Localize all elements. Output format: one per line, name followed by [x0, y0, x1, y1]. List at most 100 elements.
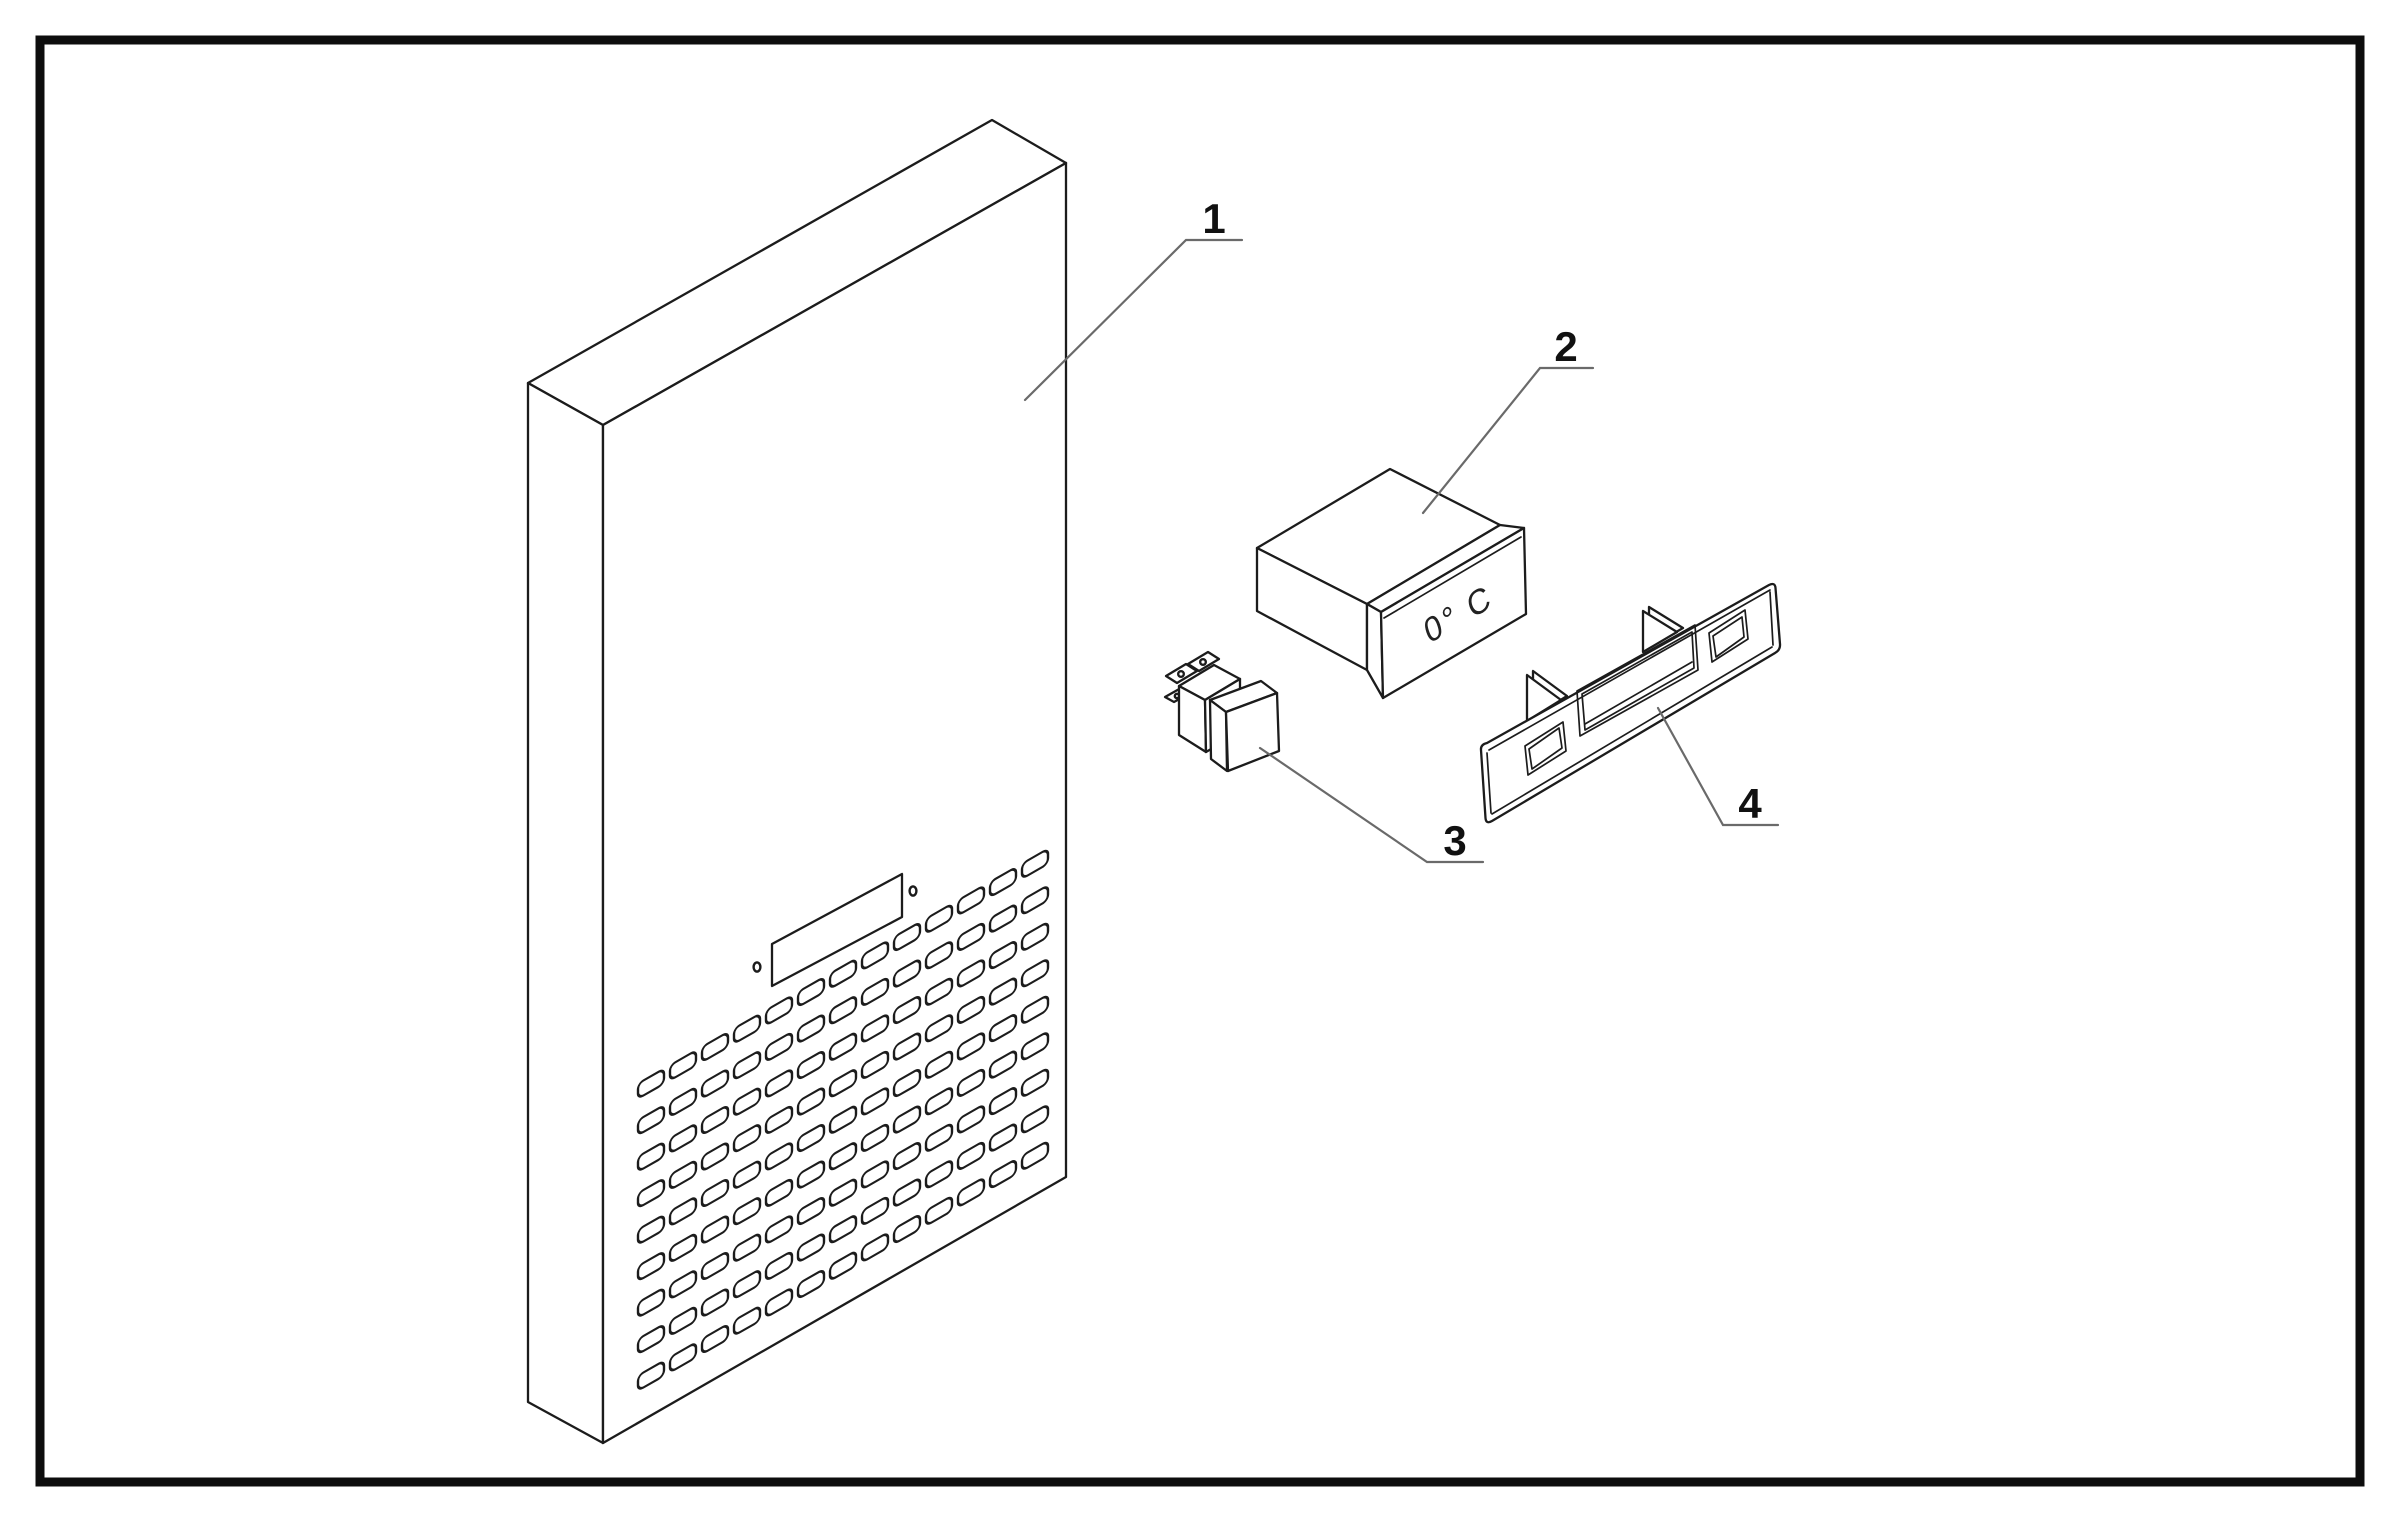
vent-slot: [924, 1014, 954, 1043]
display-front-face: [1379, 526, 1528, 700]
vent-slot: [892, 923, 922, 952]
vent-slot: [764, 1069, 794, 1098]
vent-slot: [636, 1215, 666, 1244]
vent-slot: [732, 1160, 762, 1189]
vent-slot: [700, 1251, 730, 1281]
vent-slot: [1020, 1141, 1050, 1170]
vent-slot: [892, 1215, 922, 1244]
vent-slot: [924, 1050, 954, 1079]
leader-line-4: [1656, 706, 1780, 827]
vent-slot: [860, 977, 890, 1006]
vent-slot: [892, 1105, 922, 1134]
vent-slot: [1020, 886, 1050, 915]
vent-slot: [764, 1288, 794, 1317]
vent-slot: [668, 1051, 698, 1080]
part-1-front-panel: [526, 118, 1068, 1445]
vent-slot: [892, 1032, 922, 1061]
leader-line-1: [1023, 238, 1244, 402]
drawing-border: [35, 35, 2365, 1487]
display-front-bevel-line: [1383, 536, 1522, 619]
vent-slot: [892, 959, 922, 988]
vent-slot: [796, 1051, 826, 1080]
vent-slot: [796, 1087, 826, 1116]
bezel-opening-left: [1524, 721, 1567, 776]
vent-slot: [860, 1050, 890, 1079]
bezel-left-end-line: [1486, 752, 1492, 814]
callout-label-2: 2: [1554, 323, 1577, 370]
vent-slot: [828, 1069, 858, 1098]
vent-slot: [988, 1087, 1018, 1116]
vent-slot: [988, 1123, 1018, 1152]
vent-grid: [636, 849, 1050, 1390]
vent-slot: [956, 886, 986, 915]
vent-slot: [700, 1105, 730, 1135]
vent-slot: [764, 1251, 794, 1280]
vent-slot: [796, 1160, 826, 1189]
vent-slot: [988, 1160, 1018, 1189]
vent-slot: [796, 1197, 826, 1226]
vent-slot: [956, 1178, 986, 1207]
part-4-mounting-bezel: [1479, 582, 1782, 824]
bezel-opening-right: [1708, 609, 1749, 663]
vent-slot: [700, 1178, 730, 1208]
vent-slot: [924, 1160, 954, 1189]
vent-slot: [732, 1233, 762, 1262]
vent-slot: [860, 941, 890, 970]
vent-slot: [796, 1124, 826, 1153]
vent-slot: [988, 977, 1018, 1006]
vent-slot: [1020, 959, 1050, 988]
leader-line-2: [1421, 366, 1595, 515]
terminal-hole: [1198, 658, 1207, 667]
vent-slot: [956, 995, 986, 1024]
terminal-hole: [1176, 670, 1185, 679]
vent-slot: [668, 1197, 698, 1226]
vent-slot: [700, 1032, 730, 1062]
vent-slot: [764, 996, 794, 1025]
vent-slot: [1020, 849, 1050, 878]
vent-slot: [668, 1233, 698, 1262]
vent-slot: [732, 1124, 762, 1153]
bezel-clip: [1641, 609, 1679, 654]
vent-slot: [700, 1142, 730, 1171]
vent-slot: [828, 996, 858, 1025]
leader-line-3: [1258, 746, 1485, 864]
vent-slot: [700, 1069, 730, 1098]
vent-slot: [764, 1178, 794, 1207]
bezel-opening-middle-depth-line: [1584, 661, 1693, 725]
vent-slot: [956, 1068, 986, 1097]
vent-slot: [732, 1306, 762, 1335]
vent-slot: [924, 1123, 954, 1152]
vent-slot: [732, 1270, 762, 1299]
callout-2: 2: [1421, 323, 1595, 515]
vent-slot: [668, 1160, 698, 1189]
bezel-opening-middle: [1576, 624, 1699, 737]
vent-slot: [636, 1142, 666, 1171]
part-3-rocker-switch: [1163, 650, 1281, 773]
vent-slot: [828, 1105, 858, 1134]
vent-slot: [796, 978, 826, 1007]
vent-slot: [796, 1233, 826, 1262]
vent-slot: [700, 1215, 730, 1244]
vent-slot: [1020, 922, 1050, 951]
vent-slot: [732, 1014, 762, 1043]
vent-slot: [828, 959, 858, 988]
vent-slot: [924, 977, 954, 1006]
callout-label-4: 4: [1738, 780, 1762, 827]
vent-slot: [860, 1196, 890, 1225]
vent-slot: [1020, 1068, 1050, 1097]
vent-slot: [732, 1051, 762, 1080]
vent-slot: [636, 1252, 666, 1281]
vent-slot: [988, 868, 1018, 897]
vent-slot: [764, 1142, 794, 1171]
vent-slot: [636, 1106, 666, 1135]
vent-slot: [1020, 1032, 1050, 1061]
screw-hole: [908, 885, 918, 897]
vent-slot: [860, 1160, 890, 1189]
vent-slot: [700, 1288, 730, 1317]
screw-hole: [752, 961, 762, 973]
vent-slot: [892, 1069, 922, 1098]
vent-slot: [956, 959, 986, 988]
vent-slot: [764, 1032, 794, 1061]
